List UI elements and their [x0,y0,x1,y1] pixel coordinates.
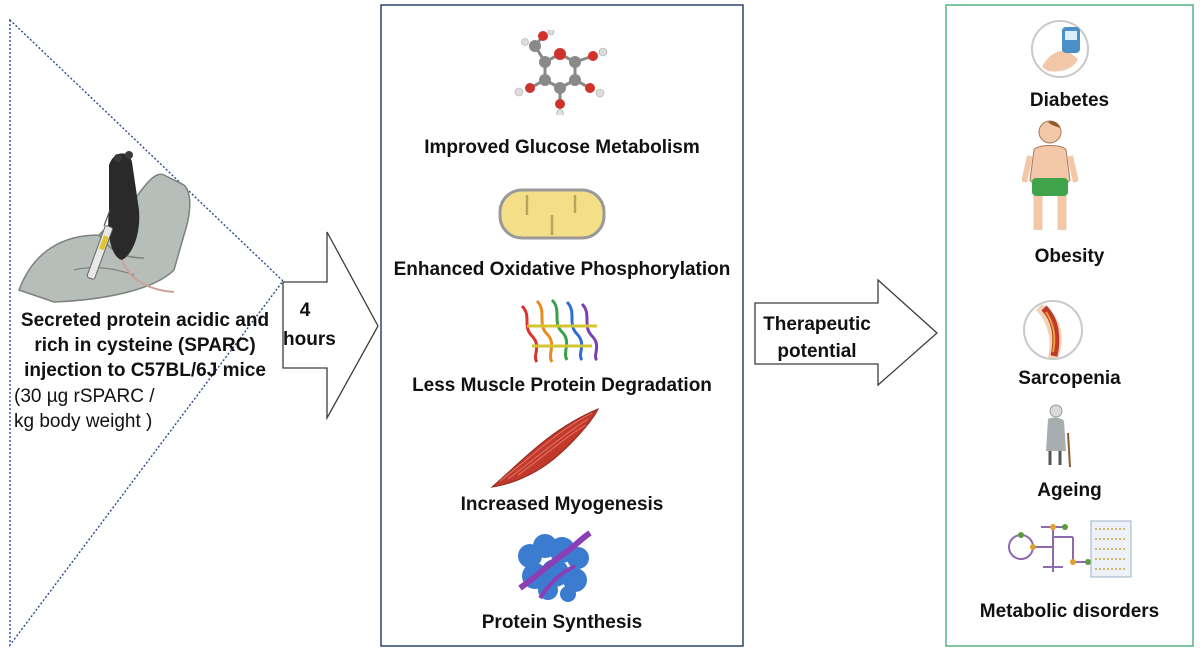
condition-diabetes: Diabetes [1029,90,1110,111]
injection-triangle [9,18,284,648]
protein-structure-icon [520,298,599,363]
injection-title-line3: injection to C57BL/6J mice [24,360,266,381]
time-arrow [282,231,379,421]
time-unit: hours [283,329,336,350]
time-value: 4 [299,300,311,321]
glucose-molecule-icon [514,30,608,115]
effect-oxphos: Enhanced Oxidative Phosphorylation [393,259,731,280]
condition-ageing: Ageing [1037,480,1102,501]
injection-title-line1: Secreted protein acidic and [20,310,270,331]
mitochondrion-icon [498,188,606,240]
therapeutic-arrow [754,278,938,387]
diabetes-glucometer-icon [1031,20,1089,78]
sarcopenia-muscle-icon [1023,300,1083,360]
therapeutic-line2: potential [777,341,857,362]
conditions-box [945,4,1194,647]
injection-title-line2: rich in cysteine (SPARC) [34,335,256,356]
condition-sarcopenia: Sarcopenia [1018,368,1121,389]
dose-line2: kg body weight ) [14,411,153,432]
effect-glucose: Improved Glucose Metabolism [424,137,700,158]
protein-synthesis-icon [518,530,592,602]
effects-box [380,4,744,647]
therapeutic-line1: Therapeutic [763,314,871,335]
condition-obesity: Obesity [1034,246,1105,267]
muscle-icon [490,408,599,488]
dose-line1: (30 µg rSPARC / [14,386,155,407]
effect-myogenesis: Increased Myogenesis [460,494,664,515]
effect-protein-degradation: Less Muscle Protein Degradation [412,375,712,396]
ageing-elderly-icon [1046,404,1071,468]
obesity-person-icon [1022,120,1078,230]
condition-metabolic: Metabolic disorders [979,601,1160,622]
mouse-injection-illustration [18,151,191,303]
effect-synthesis: Protein Synthesis [481,612,643,633]
metabolic-pathway-icon [1008,520,1132,578]
